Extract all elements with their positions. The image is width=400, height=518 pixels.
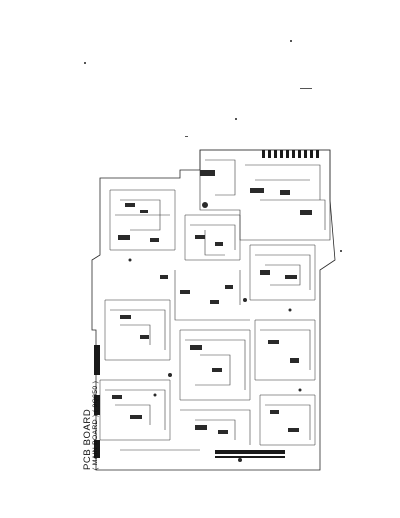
top-connector-pads: [262, 150, 319, 158]
bottom-connector-strip: [215, 450, 285, 458]
stray-marks: [84, 40, 342, 252]
page-subtitle: ( MAIN BOARD ) ( 9Q050 ): [92, 380, 99, 470]
board-outline: [91, 149, 336, 471]
left-edge-connectors: [94, 345, 100, 458]
pcb-traces: [105, 159, 326, 451]
pcb-components: [112, 170, 312, 462]
